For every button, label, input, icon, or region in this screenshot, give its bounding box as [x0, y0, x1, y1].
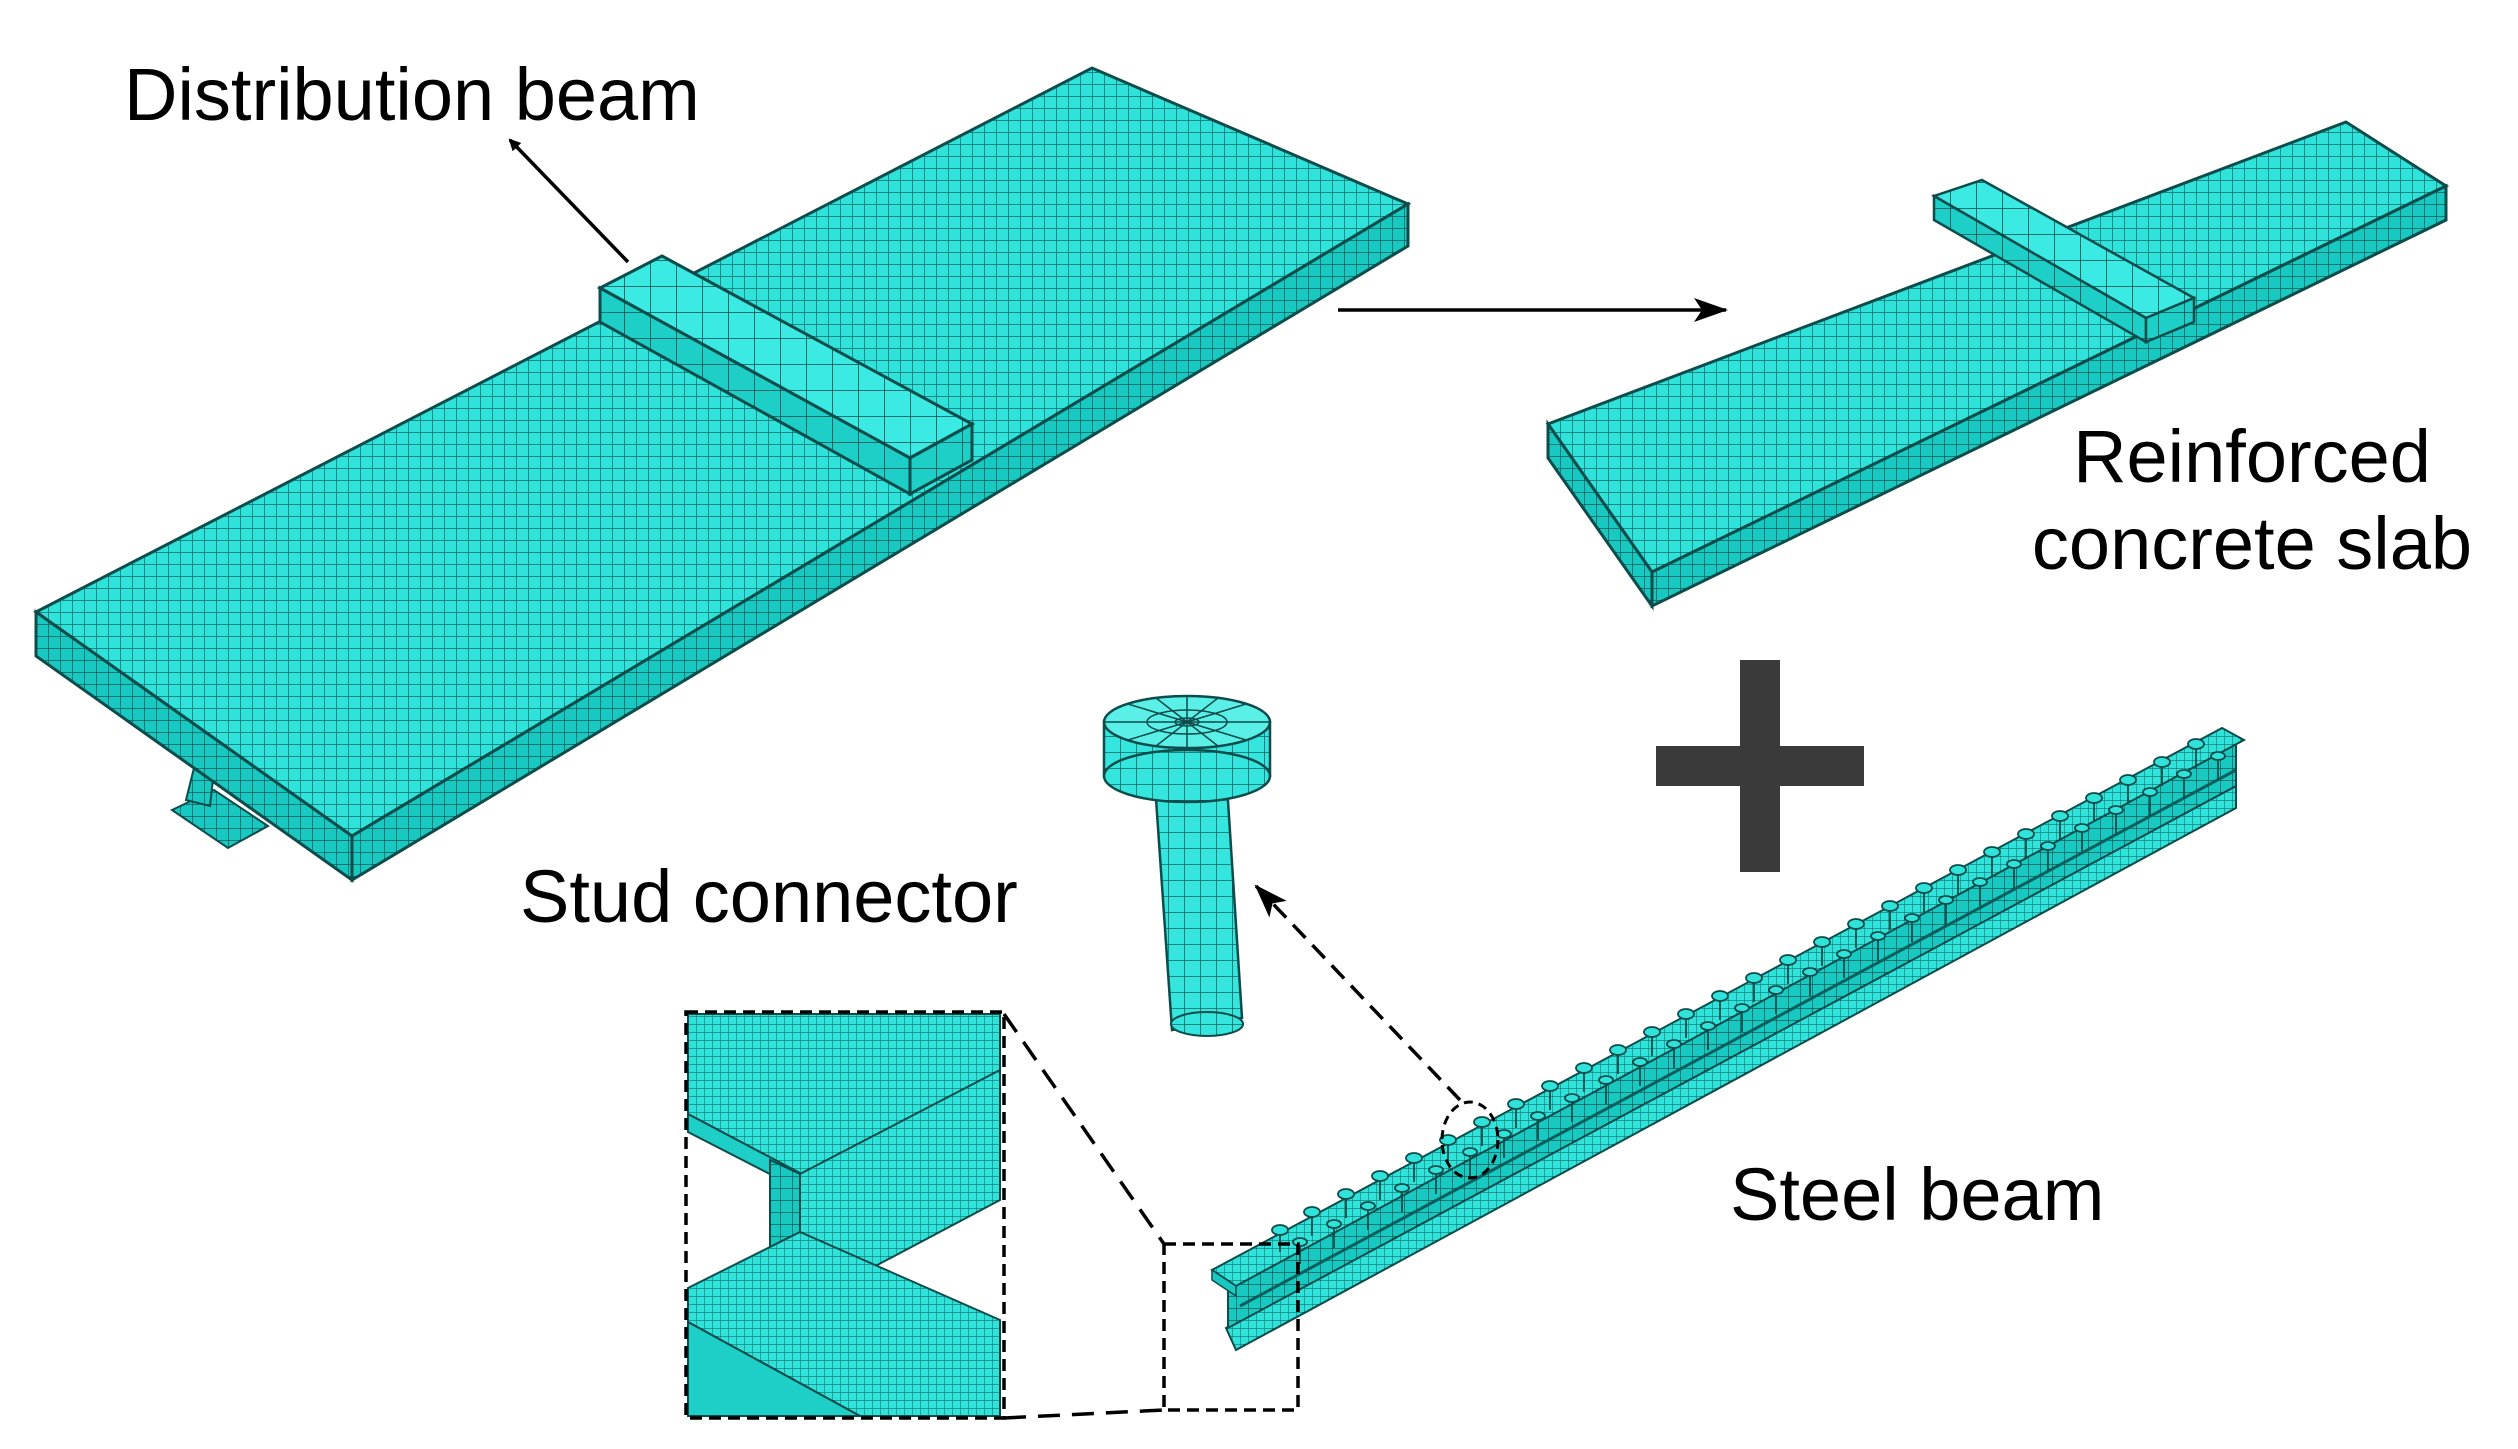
- cross-section-inset: [684, 1010, 1006, 1420]
- stud-highlight-circle: [1440, 1100, 1500, 1180]
- stud-connector-label: Stud connector: [520, 855, 1018, 938]
- assembled-composite-beam-model: [33, 66, 1412, 883]
- assembled-slab-right-face: [350, 201, 1410, 883]
- steel-beam-label: Steel beam: [1730, 1153, 2105, 1236]
- steel-beam-model: [1162, 726, 2247, 1412]
- slab-distribution-beam: [1930, 178, 2197, 345]
- steel-beam-studs: [1271, 738, 2226, 1264]
- end-section-highlight-box: [1162, 1242, 1300, 1412]
- stud-connector-model: [1102, 694, 1272, 1037]
- reinforced-concrete-slab-model: [1545, 120, 2450, 611]
- inset-zoom-line-bottom: [1003, 1408, 1165, 1420]
- connector-lines: [508, 138, 1728, 1420]
- plus-icon: [1656, 660, 1864, 872]
- stud-connector-arrow: [1254, 884, 1462, 1102]
- inset-zoom-line-top: [1002, 1013, 1166, 1245]
- reinforced-concrete-slab-label: Reinforced concrete slab: [1992, 414, 2512, 587]
- slab-label-line1: Reinforced: [2073, 415, 2431, 498]
- distribution-beam-label: Distribution beam: [124, 53, 700, 136]
- distribution-beam-arrow: [508, 138, 630, 264]
- assembled-distribution-beam: [596, 254, 976, 497]
- slab-label-line2: concrete slab: [2031, 501, 2473, 585]
